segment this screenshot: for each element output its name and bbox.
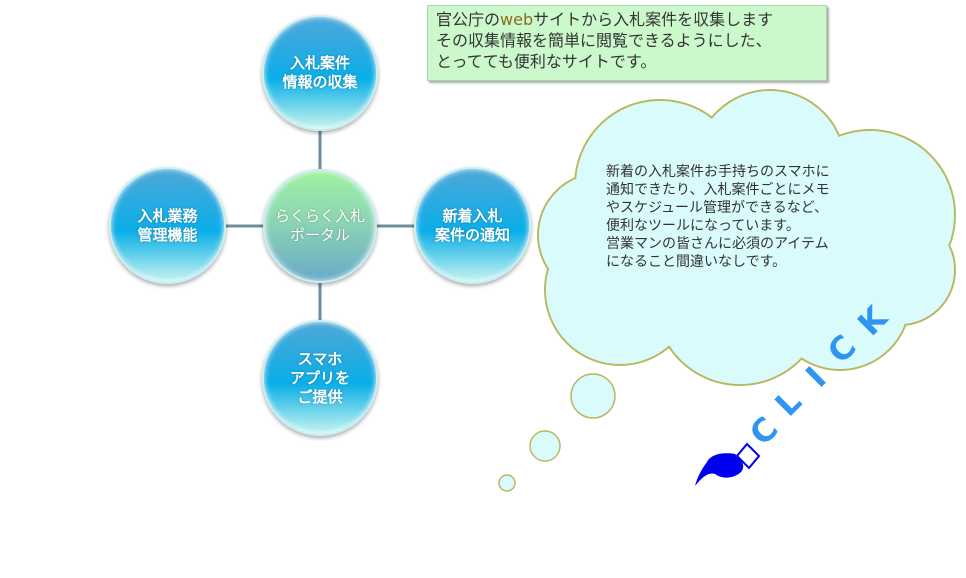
node-label: スマホ アプリを ご提供 [289,349,350,406]
thought-cloud [498,89,956,492]
node-center-portal: らくらく入札 ポータル [263,169,377,283]
intro-line1-post: サイトから入札案件を収集します [533,10,774,29]
node-new-notification: 新着入札 案件の通知 [414,167,531,284]
intro-web: web [500,10,534,29]
node-info-collection: 入札案件 情報の収集 [262,15,378,131]
pointing-hand-icon[interactable] [695,442,761,486]
intro-line1-pre: 官公庁の [436,10,501,29]
node-smartphone-app: スマホ アプリを ご提供 [262,320,378,436]
node-label: らくらく入札 ポータル [274,207,365,244]
intro-line3: とってても便利なサイトです。 [436,52,657,71]
node-business-management: 入札業務 管理機能 [109,167,226,284]
intro-line2: その収集情報を簡単に閲覧できるようにした、 [436,31,772,50]
cloud-text: 新着の入札案件お手持ちのスマホに 通知できたり、入札案件ごとにメモ やスケジュー… [606,164,830,270]
node-label: 入札業務 管理機能 [137,206,198,244]
intro-textbox: 官公庁のwebサイトから入札案件を収集します その収集情報を簡単に閲覧できるよう… [427,5,827,81]
thought-bubble-medium [529,430,561,462]
thought-bubble-large [570,373,616,419]
node-label: 入札案件 情報の収集 [282,54,358,91]
thought-bubble-small [498,474,516,492]
node-label: 新着入札 案件の通知 [434,206,510,244]
